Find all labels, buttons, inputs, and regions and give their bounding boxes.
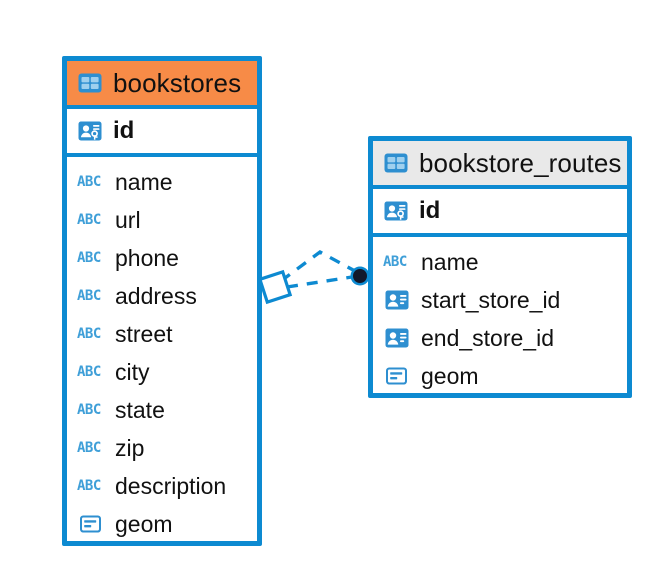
table-icon — [382, 149, 410, 177]
geometry-field-icon — [77, 510, 105, 538]
field-row-name[interactable]: ABC name — [373, 243, 627, 281]
field-row-address[interactable]: ABC address — [67, 277, 257, 315]
text-field-icon: ABC — [383, 254, 407, 270]
entity-table-bookstore-routes[interactable]: bookstore_routes id ABC — [368, 136, 632, 398]
entity-header-bookstore-routes[interactable]: bookstore_routes — [373, 141, 627, 189]
field-label-city: city — [115, 358, 150, 385]
text-field-icon: ABC — [77, 288, 101, 304]
entity-title-bookstores: bookstores — [113, 67, 242, 98]
field-row-street[interactable]: ABC street — [67, 315, 257, 353]
field-label-geom: geom — [115, 510, 173, 537]
relationship-line-arc — [279, 249, 356, 283]
field-row-url[interactable]: ABC url — [67, 201, 257, 239]
primary-key-row-bookstores[interactable]: id — [67, 109, 257, 157]
foreign-key-icon — [383, 286, 411, 314]
field-row-description[interactable]: ABC description — [67, 467, 257, 505]
text-field-icon: ABC — [77, 174, 101, 190]
table-icon — [76, 69, 104, 97]
field-row-city[interactable]: ABC city — [67, 353, 257, 391]
relationship-line-straight — [286, 275, 353, 289]
primary-key-row-bookstore-routes[interactable]: id — [373, 189, 627, 237]
text-field-icon: ABC — [77, 326, 101, 342]
text-field-icon: ABC — [77, 212, 101, 228]
field-row-end-store-id[interactable]: end_store_id — [373, 319, 627, 357]
field-label-name: name — [115, 168, 173, 195]
field-label-address: address — [115, 282, 197, 309]
field-label-geom: geom — [421, 362, 479, 389]
field-label-zip: zip — [115, 434, 145, 461]
text-field-icon: ABC — [77, 364, 101, 380]
field-label-description: description — [115, 472, 227, 499]
entity-title-bookstore-routes: bookstore_routes — [419, 147, 622, 178]
field-list-bookstores: ABC name ABC url ABC phone ABC — [67, 157, 257, 551]
text-field-icon: ABC — [77, 402, 101, 418]
field-row-geom[interactable]: geom — [373, 357, 627, 395]
geometry-field-icon — [383, 362, 411, 390]
field-row-state[interactable]: ABC state — [67, 391, 257, 429]
field-label-start-store-id: start_store_id — [421, 286, 561, 313]
field-label-phone: phone — [115, 244, 179, 271]
field-label-end-store-id: end_store_id — [421, 324, 554, 351]
field-label-state: state — [115, 396, 165, 423]
field-list-bookstore-routes: ABC name start_store_id — [373, 237, 627, 403]
field-label-url: url — [115, 206, 141, 233]
field-label-street: street — [115, 320, 173, 347]
field-row-name[interactable]: ABC name — [67, 163, 257, 201]
text-field-icon: ABC — [77, 440, 101, 456]
text-field-icon: ABC — [77, 250, 101, 266]
entity-table-bookstores[interactable]: bookstores id ABC — [62, 56, 262, 546]
primary-key-icon — [76, 117, 104, 145]
circle-endpoint-icon — [350, 266, 370, 286]
text-field-icon: ABC — [77, 478, 101, 494]
foreign-key-icon — [383, 324, 411, 352]
entity-header-bookstores[interactable]: bookstores — [67, 61, 257, 109]
primary-key-label-bookstores: id — [113, 117, 135, 144]
field-row-zip[interactable]: ABC zip — [67, 429, 257, 467]
field-row-phone[interactable]: ABC phone — [67, 239, 257, 277]
diamond-endpoint-icon — [257, 269, 293, 305]
primary-key-label-bookstore-routes: id — [419, 197, 441, 224]
field-row-geom[interactable]: geom — [67, 505, 257, 543]
field-row-start-store-id[interactable]: start_store_id — [373, 281, 627, 319]
primary-key-icon — [382, 197, 410, 225]
field-label-name: name — [421, 248, 479, 275]
